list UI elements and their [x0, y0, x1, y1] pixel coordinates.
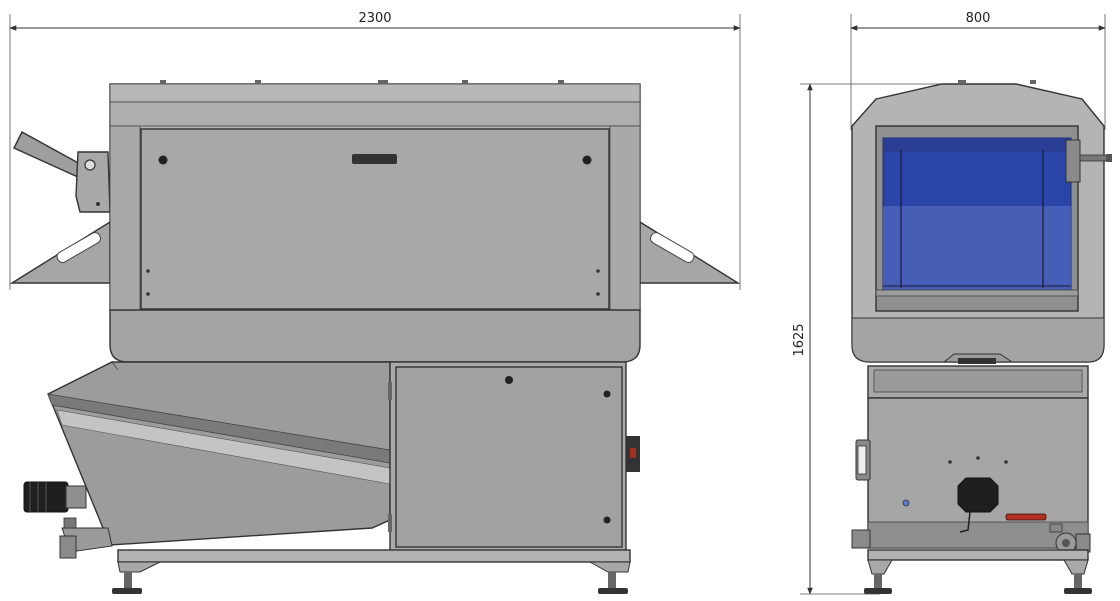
- lever-handle: [13, 131, 83, 180]
- dimension-side-width: 800: [850, 11, 1106, 130]
- lid-handle: [352, 154, 397, 164]
- lever-bracket: [75, 151, 111, 213]
- pump-motor: [23, 481, 113, 559]
- cabinet-door: [395, 366, 623, 548]
- tank-band: [109, 309, 641, 363]
- side-view: [851, 80, 1112, 594]
- side-motor: [957, 477, 999, 513]
- front-view: [9, 80, 741, 594]
- side-tank-band: [851, 317, 1105, 363]
- side-base-frame: [867, 549, 1089, 561]
- height-label: 1625: [792, 323, 807, 356]
- front-width-label: 2300: [358, 11, 391, 26]
- dimension-front-width: 2300: [9, 11, 741, 290]
- base-frame: [117, 549, 631, 563]
- side-width-label: 800: [966, 11, 991, 26]
